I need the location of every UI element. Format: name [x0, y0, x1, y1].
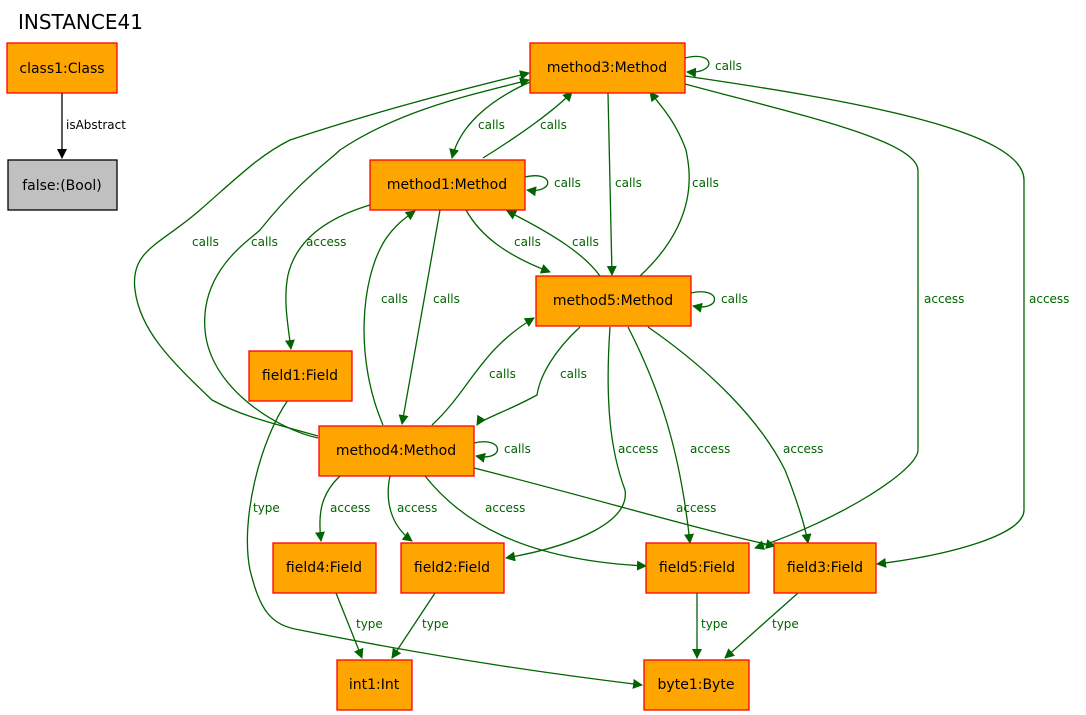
svg-text:field5:Field: field5:Field: [659, 560, 735, 576]
edge-field4-int1-type: [335, 592, 364, 659]
label-calls: calls: [540, 118, 567, 132]
node-field1: field1:Field: [248, 350, 353, 402]
label-access: access: [397, 501, 437, 515]
edge-method4-self-calls: [473, 441, 499, 463]
edge-method5-method1-calls: [506, 210, 601, 277]
svg-text:field4:Field: field4:Field: [286, 560, 362, 576]
node-field4: field4:Field: [272, 542, 377, 594]
label-calls: calls: [554, 176, 581, 190]
label-access: access: [1029, 292, 1069, 306]
label-calls: calls: [504, 442, 531, 456]
label-type: type: [253, 501, 280, 515]
node-field3: field3:Field: [773, 542, 877, 594]
label-access: access: [783, 442, 823, 456]
node-false-bool: false:(Bool): [7, 159, 118, 211]
edge-method5-method3-calls: [639, 91, 690, 277]
node-int1: int1:Int: [336, 659, 413, 711]
edge-field2-int1-type: [391, 592, 436, 659]
edge-method3-field5-access: [684, 83, 919, 550]
edge-method5-method4-calls: [476, 326, 581, 426]
svg-text:method1:Method: method1:Method: [387, 177, 507, 193]
node-byte1: byte1:Byte: [643, 659, 750, 711]
label-access: access: [690, 442, 730, 456]
label-type: type: [356, 617, 383, 631]
svg-text:false:(Bool): false:(Bool): [22, 178, 102, 194]
label-type: type: [701, 617, 728, 631]
label-calls: calls: [615, 176, 642, 190]
edge-method4-field2-access: [387, 475, 413, 542]
edge-method3-self-calls: [684, 55, 710, 78]
edge-method4-method5-calls: [431, 317, 535, 426]
edge-method5-field3-access: [647, 326, 812, 544]
label-calls: calls: [721, 292, 748, 306]
label-calls: calls: [251, 235, 278, 249]
diagram-title: INSTANCE41: [18, 10, 143, 34]
node-class1: class1:Class: [6, 42, 118, 94]
label-access: access: [676, 501, 716, 515]
edge-method1-method3-calls: [482, 91, 573, 159]
label-calls: calls: [381, 292, 408, 306]
svg-text:method3:Method: method3:Method: [547, 60, 667, 76]
edge-field1-byte1-type: [246, 399, 643, 689]
edge-method4-method3-calls-inner: [204, 77, 530, 439]
label-calls: calls: [478, 118, 505, 132]
label-calls: calls: [572, 235, 599, 249]
label-calls: calls: [489, 367, 516, 381]
node-method1: method1:Method: [369, 159, 526, 211]
label-access: access: [485, 501, 525, 515]
edge-method4-field3-access: [473, 467, 776, 550]
node-field5: field5:Field: [645, 542, 750, 594]
label-calls: calls: [715, 59, 742, 73]
label-type: type: [772, 617, 799, 631]
edge-method3-field3-access: [684, 75, 1025, 568]
svg-text:method4:Method: method4:Method: [336, 443, 456, 459]
label-access: access: [306, 235, 346, 249]
node-method3: method3:Method: [529, 42, 686, 94]
edge-method1-field1-access: [284, 204, 371, 350]
svg-text:byte1:Byte: byte1:Byte: [658, 677, 735, 693]
node-method5: method5:Method: [535, 275, 692, 327]
edge-method1-self-calls: [524, 175, 549, 197]
edge-method3-method5-calls: [606, 92, 617, 276]
svg-text:class1:Class: class1:Class: [19, 61, 104, 77]
svg-text:field3:Field: field3:Field: [787, 560, 863, 576]
label-access: access: [330, 501, 370, 515]
svg-text:method5:Method: method5:Method: [553, 293, 673, 309]
edge-method5-field2-access: [505, 326, 626, 562]
label-isabstract: isAbstract: [66, 118, 126, 132]
edge-method5-self-calls: [690, 291, 716, 313]
label-calls: calls: [433, 292, 460, 306]
svg-text:int1:Int: int1:Int: [349, 677, 400, 693]
edge-method1-method4-calls: [398, 209, 441, 425]
label-access: access: [618, 442, 658, 456]
edge-method4-field5-access: [424, 475, 647, 571]
svg-text:field1:Field: field1:Field: [262, 368, 338, 384]
edge-method4-field4-access: [315, 475, 341, 542]
label-calls: calls: [692, 176, 719, 190]
node-field2: field2:Field: [400, 542, 505, 594]
edge-method3-method1-calls: [449, 81, 531, 159]
edge-field3-byte1-type: [724, 592, 799, 659]
edge-method1-method5-calls: [465, 209, 551, 274]
edge-method5-field5-access: [627, 326, 695, 544]
label-calls: calls: [514, 235, 541, 249]
svg-text:field2:Field: field2:Field: [414, 560, 490, 576]
edge-method4-method1-calls: [363, 210, 416, 426]
label-type: type: [422, 617, 449, 631]
edge-method4-method3-calls-outer: [133, 70, 530, 437]
label-calls: calls: [560, 367, 587, 381]
label-access: access: [924, 292, 964, 306]
node-method4: method4:Method: [318, 425, 475, 477]
label-calls: calls: [192, 235, 219, 249]
